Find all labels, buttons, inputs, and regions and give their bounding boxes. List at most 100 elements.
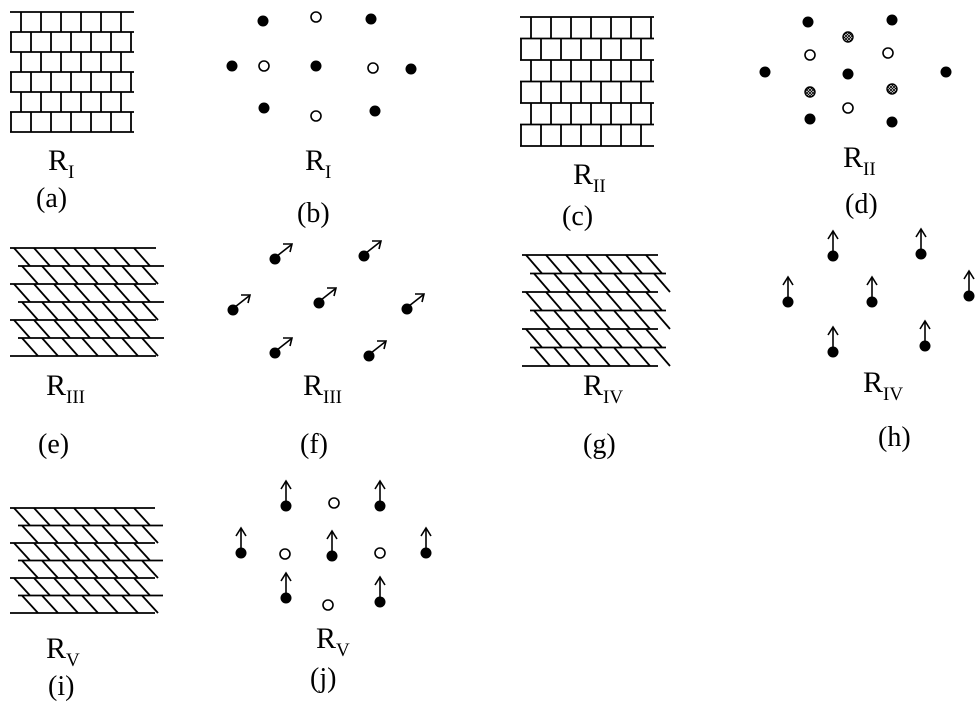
- slant-tick: [81, 594, 99, 614]
- label-d: RII: [843, 141, 876, 180]
- slant-tick: [33, 247, 51, 267]
- arrow-head: [420, 526, 432, 537]
- slant-tick: [545, 254, 563, 275]
- slant-tick: [633, 346, 651, 367]
- spin-site: [420, 547, 432, 559]
- slant-tick: [141, 337, 159, 357]
- slant-tick: [81, 337, 99, 357]
- slant-tick: [73, 319, 91, 339]
- label-h: RIV: [863, 366, 903, 405]
- slant-tick: [61, 265, 79, 285]
- dot-lattice-d: [759, 14, 952, 128]
- caption-f: (f): [300, 429, 328, 460]
- panel-h: RIV (h): [782, 227, 975, 453]
- spin-site: [235, 547, 247, 559]
- slant-tick: [653, 309, 671, 330]
- slant-tick: [533, 272, 551, 293]
- hollow-site: [322, 599, 334, 611]
- arrow-head: [827, 325, 839, 336]
- slant-tick: [593, 309, 611, 330]
- slant-tick: [61, 594, 79, 614]
- slant-tick: [21, 301, 39, 321]
- slant-tick: [553, 346, 571, 367]
- slant-tick: [81, 524, 99, 544]
- spin-diag-arrow: [365, 241, 381, 254]
- panel-c: RII (c): [520, 16, 654, 232]
- spin-lattice-j: [235, 479, 432, 611]
- slant-tick: [21, 559, 39, 579]
- hollow-site: [882, 47, 894, 59]
- slant-tick: [565, 254, 583, 275]
- hatched-site: [804, 86, 816, 98]
- slant-tick: [73, 283, 91, 303]
- panel-i: RV (i): [10, 507, 163, 702]
- slant-tick: [133, 507, 151, 527]
- caption-a: (a): [36, 183, 67, 214]
- spin-site: [915, 248, 927, 260]
- slant-tick: [545, 328, 563, 349]
- arrow-head: [280, 571, 292, 582]
- label-i: RV: [46, 632, 80, 671]
- filled-site: [886, 14, 898, 26]
- hollow-site: [374, 547, 386, 559]
- slant-tick: [21, 337, 39, 357]
- slant-tick: [141, 559, 159, 579]
- slant-tick: [41, 301, 59, 321]
- slant-tick: [605, 291, 623, 312]
- slant-tick: [81, 559, 99, 579]
- slant-tick: [585, 328, 603, 349]
- panel-e: RIII (e): [10, 247, 164, 460]
- slant-tick: [645, 328, 663, 349]
- spin-site: [827, 250, 839, 262]
- slant-tick: [81, 265, 99, 285]
- slant-tick: [93, 283, 111, 303]
- slant-tick: [33, 319, 51, 339]
- slant-tick: [545, 291, 563, 312]
- filled-site: [405, 63, 417, 75]
- filled-site: [365, 13, 377, 25]
- slant-tick: [113, 247, 131, 267]
- label-c: RII: [573, 158, 606, 197]
- hollow-site: [258, 60, 270, 72]
- spin-site: [919, 340, 931, 352]
- slant-tick: [101, 301, 119, 321]
- slant-tick: [101, 265, 119, 285]
- slant-tick: [141, 301, 159, 321]
- slant-tick: [121, 265, 139, 285]
- filled-site: [257, 15, 269, 27]
- slant-tick: [613, 272, 631, 293]
- filled-site: [804, 113, 816, 125]
- slant-tick: [41, 524, 59, 544]
- slant-tick: [61, 524, 79, 544]
- slant-tick: [625, 254, 643, 275]
- slant-tick: [653, 272, 671, 293]
- arrow-head: [374, 575, 386, 586]
- label-b: RI: [305, 144, 331, 183]
- arrow-head: [235, 526, 247, 537]
- slant-tick: [33, 577, 51, 597]
- slant-tick: [53, 319, 71, 339]
- slant-tick: [93, 507, 111, 527]
- brick-pattern-a: [10, 11, 134, 133]
- slant-tick: [553, 309, 571, 330]
- spin-site: [963, 290, 975, 302]
- slant-tick: [13, 319, 31, 339]
- slant-tick: [613, 309, 631, 330]
- slant-pattern-i: [10, 507, 163, 614]
- slant-tick: [41, 594, 59, 614]
- arrow-head: [326, 529, 338, 540]
- slant-tick: [121, 594, 139, 614]
- slant-tick: [533, 346, 551, 367]
- slant-tick: [73, 247, 91, 267]
- slant-tick: [121, 301, 139, 321]
- slant-tick: [653, 346, 671, 367]
- filled-site: [310, 60, 322, 72]
- spin-diag-arrow: [320, 288, 336, 301]
- slant-tick: [121, 337, 139, 357]
- slant-tick: [605, 254, 623, 275]
- panel-j: RV (j): [235, 479, 432, 694]
- brick-pattern-c: [520, 16, 654, 147]
- label-a: RI: [48, 144, 74, 183]
- slant-tick: [121, 524, 139, 544]
- filled-site: [802, 16, 814, 28]
